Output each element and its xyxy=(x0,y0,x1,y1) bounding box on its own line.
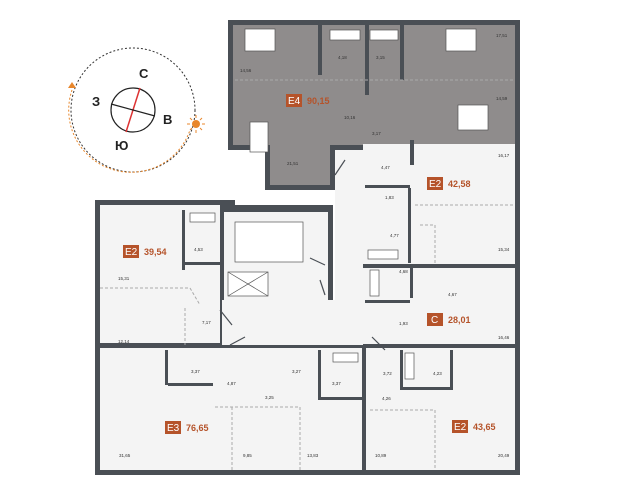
compass-dial xyxy=(110,87,156,133)
room-area: 3,72 xyxy=(383,371,392,376)
stairs-icon xyxy=(234,221,304,263)
apartment-type: E4 xyxy=(288,96,301,107)
apartment-e4-label[interactable]: E4 90,15 xyxy=(286,94,330,107)
room-area: 14,56 xyxy=(240,68,252,73)
compass-west: З xyxy=(92,94,100,109)
bathtub-icon xyxy=(367,249,399,260)
apartment-e2-bottom-label[interactable]: E2 43,65 xyxy=(452,420,496,433)
apartment-type: E3 xyxy=(167,423,180,434)
apartment-area: 42,58 xyxy=(448,179,471,189)
hall xyxy=(222,300,362,345)
sun-path-arrow-icon xyxy=(68,82,76,88)
bathtub-icon xyxy=(189,212,216,223)
apartment-e3-floor[interactable] xyxy=(100,348,362,470)
bathtub-icon xyxy=(329,29,361,41)
room-area: 3,15 xyxy=(376,55,385,60)
room-area: 4,67 xyxy=(448,292,457,297)
room-area: 4,68 xyxy=(399,269,408,274)
room-area: 3,37 xyxy=(332,381,341,386)
zone-dividers xyxy=(100,79,515,470)
bathtub-icon xyxy=(369,269,380,297)
doors xyxy=(219,159,386,351)
apartment-e2-right-label[interactable]: E2 42,58 xyxy=(427,177,471,190)
room-area: 31,65 xyxy=(119,453,131,458)
room-area: 17,51 xyxy=(496,33,508,38)
apartment-c-label[interactable]: C 28,01 xyxy=(427,313,471,326)
room-area: 1,93 xyxy=(399,321,408,326)
apartment-type: C xyxy=(431,315,438,326)
room-area: 4,87 xyxy=(227,381,236,386)
room-area: 3,17 xyxy=(372,131,381,136)
apartment-type: E2 xyxy=(429,179,442,190)
room-area: 13,83 xyxy=(307,453,319,458)
apartment-e2-left-label[interactable]: E2 39,54 xyxy=(123,245,167,258)
room-area: 4,77 xyxy=(390,233,399,238)
room-area: 16,17 xyxy=(498,153,510,158)
room-area: 12,14 xyxy=(118,339,130,344)
room-area: 15,34 xyxy=(498,247,510,252)
room-area: 3,27 xyxy=(292,369,301,374)
apartment-type: E2 xyxy=(125,247,138,258)
table-icon xyxy=(249,121,269,153)
room-area: 4,18 xyxy=(338,55,347,60)
room-area: 10,16 xyxy=(344,115,356,120)
room-area: 4,26 xyxy=(382,396,391,401)
compass-north: С xyxy=(139,66,149,81)
apartment-area: 43,65 xyxy=(473,422,496,432)
bathtub-icon xyxy=(404,352,415,380)
apartment-type: E2 xyxy=(454,422,467,433)
fixtures xyxy=(189,28,489,380)
bed-icon xyxy=(457,104,489,131)
room-area: 7,17 xyxy=(202,320,211,325)
compass-axis xyxy=(110,103,156,117)
room-area: 4,23 xyxy=(433,371,442,376)
sun-path xyxy=(68,89,191,173)
apartment-e2-bottom-floor[interactable] xyxy=(366,348,515,470)
room-area: 21,51 xyxy=(287,161,299,166)
room-area: 14,59 xyxy=(496,96,508,101)
sun-icon xyxy=(187,115,205,133)
apartment-area: 28,01 xyxy=(448,315,471,325)
compass-east: В xyxy=(163,112,172,127)
room-area: 3,37 xyxy=(191,369,200,374)
compass: С З В Ю xyxy=(68,47,205,173)
room-area: 15,31 xyxy=(118,276,130,281)
apartment-c-floor[interactable] xyxy=(363,268,515,344)
room-area: 1,83 xyxy=(385,195,394,200)
apartment-e3-label[interactable]: E3 76,65 xyxy=(165,421,209,434)
room-area: 4,53 xyxy=(194,247,203,252)
apartment-area: 90,15 xyxy=(307,96,330,106)
apartment-e2-right-floor[interactable] xyxy=(363,144,515,264)
room-area: 20,49 xyxy=(498,453,510,458)
apartment-area: 76,65 xyxy=(186,423,209,433)
apartment-e2-left-floor[interactable] xyxy=(100,205,220,343)
compass-south: Ю xyxy=(115,138,128,153)
apartment-area: 39,54 xyxy=(144,247,167,257)
interior-walls xyxy=(165,25,515,400)
room-area: 3,25 xyxy=(265,395,274,400)
bathtub-icon xyxy=(369,29,399,41)
bathtub-icon xyxy=(332,352,359,363)
room-area: 16,46 xyxy=(498,335,510,340)
room-areas: 14,56 4,18 3,15 17,51 14,59 10,16 3,17 2… xyxy=(118,33,510,458)
room-area: 10,89 xyxy=(375,453,387,458)
bed-icon xyxy=(244,28,276,52)
room-area: 9,85 xyxy=(243,453,252,458)
bed-icon xyxy=(445,28,477,52)
kitchen-e4-floor xyxy=(270,120,330,185)
room-area: 4,47 xyxy=(381,165,390,170)
